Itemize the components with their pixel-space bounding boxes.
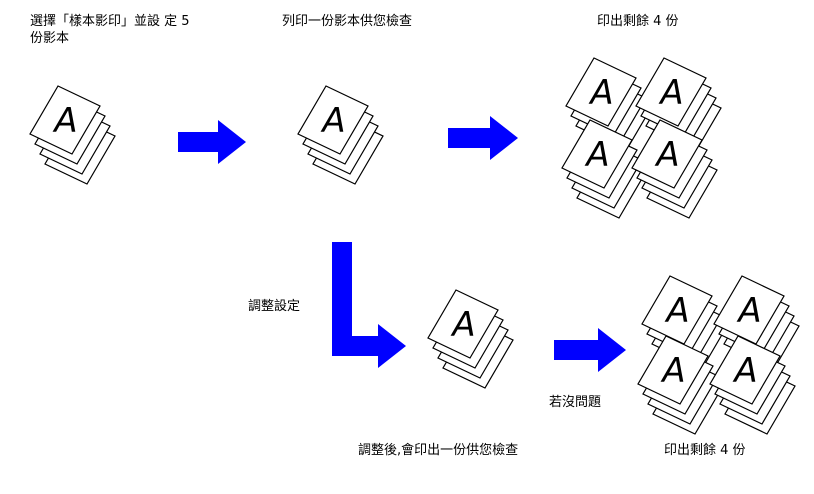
paper-sheet [297,85,369,155]
final-stack-4: A [709,335,796,435]
paper-sheet [561,119,633,189]
arrow-step1-to-step2 [178,120,246,164]
adjusted-sample-stack: A [427,289,514,389]
output-stack-3: A [561,119,648,219]
paper-letter: A [320,101,345,141]
sample-stack: A [297,85,384,185]
arrow-adjust-path [332,242,406,368]
original-stack: A [29,85,116,185]
paper-letter: A [584,135,609,175]
after-adjust-label: 調整後,會印出一份供您檢查 [358,443,519,458]
paper-letter: A [664,291,689,331]
paper-letter: A [732,351,757,391]
step2-label: 列印一份影本供您檢查 [282,14,413,29]
paper-sheet [29,85,101,155]
paper-letter: A [52,101,77,141]
paper-letter: A [654,135,679,175]
paper-sheet [565,57,637,127]
paper-sheet [631,119,703,189]
final-label: 印出剩餘 4 份 [664,443,746,458]
paper-letter: A [588,73,613,113]
paper-letter: A [660,351,685,391]
arrow-if-ok [554,328,626,372]
output-stack-4: A [631,119,718,219]
adjust-label: 調整設定 [248,299,301,314]
step1-label-line2: 份影本 [30,31,70,46]
arrow-step2-to-step3 [448,116,518,160]
paper-sheet [427,289,499,359]
paper-letter: A [450,305,475,345]
final-stack-3: A [637,335,724,435]
paper-sheet [709,335,781,405]
if-ok-label: 若沒問題 [549,395,602,410]
step1-label-line1: 選擇「樣本影印」並設 定 5 [30,14,190,29]
step3-label: 印出剩餘 4 份 [597,14,679,29]
paper-sheet [635,57,707,127]
paper-sheet [637,335,709,405]
paper-letter: A [736,291,761,331]
paper-letter: A [658,73,683,113]
